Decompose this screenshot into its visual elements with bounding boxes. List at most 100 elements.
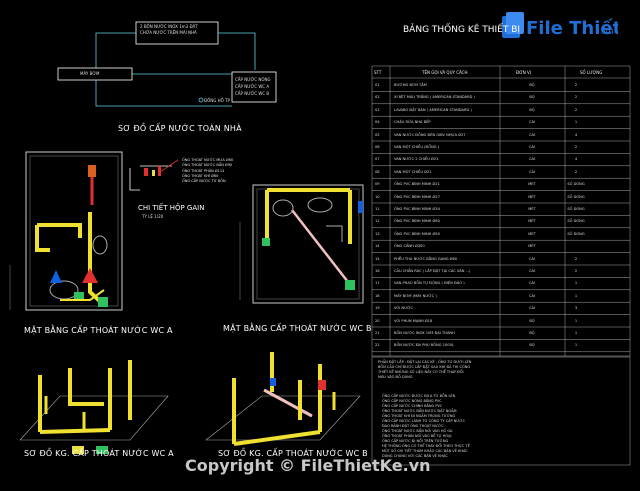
table-header-qty: SỐ LƯỢNG xyxy=(580,70,603,75)
table-cell-name: VAN NƯỚC ĐỒNG ĐÈN GIBV NHỰA Ø27 xyxy=(394,132,466,137)
iso-a xyxy=(19,360,169,454)
table-cell-name: VÒI NƯỚC xyxy=(394,306,413,311)
table-cell-name: BƯỚNG BƠN TẮM xyxy=(394,83,427,87)
table-cell-stt: 11 xyxy=(375,207,380,211)
table-cell-name: VAN MỘT CHIỀU (ĐỒNG ) xyxy=(394,145,440,149)
table-cell-stt: 12 xyxy=(375,219,380,224)
table-cell-unit: BỘ xyxy=(529,343,535,348)
table-cell-qty: 1 xyxy=(574,331,578,335)
table-cell-stt: 03 xyxy=(375,107,380,112)
table-cell-name: ỐNG PVC BÌNH MINH Ø27 xyxy=(394,194,440,199)
table-cell-name: ỐNG PVC BÌNH MINH Ø34 xyxy=(394,207,440,211)
table-cell-unit: CÁI xyxy=(528,306,536,311)
table-cell-name: LAVABO ĐẶT BÀN ( AMERICAN STANDARD ) xyxy=(394,107,472,112)
table-cell-qty: SỐ DÒNG xyxy=(567,194,585,199)
table-cell-name: CẦU CHẮN RÁC ( LẮP ĐẶT TẠI CÁC SÂN ...) xyxy=(394,269,471,273)
table-cell-unit: BỘ xyxy=(529,331,535,335)
table-cell-unit: MÉT xyxy=(528,219,536,224)
table-notes: PHẦN ĐẶT LẮP : ĐẶT LẠI CÁC KÉ , ỐNG TỪ D… xyxy=(378,360,472,379)
table-cell-stt: 02 xyxy=(375,95,380,100)
wc-a-title: MẶT BẰNG CẤP THOÁT NƯỚC WC A xyxy=(24,326,173,335)
table-cell-unit: CÁI xyxy=(528,157,536,162)
table-cell-name: BỒN NƯỚC INOX 1M3 ĐẠI THÀNH xyxy=(394,331,455,335)
table-cell-name: XÍ BỆT MÀU TRẮNG ( AMERICAN STANDARD ) xyxy=(394,95,475,100)
table-cell-unit: CÁI xyxy=(528,281,536,286)
table-cell-stt: 17 xyxy=(375,281,380,286)
wc-b-title: MẶT BẰNG CẤP THOÁT NƯỚC WC B xyxy=(223,324,372,333)
table-cell-name: MÁY BƠM (MÁY NƯỚC ) xyxy=(394,293,437,298)
meter-label: ĐỒNG HỒ TP xyxy=(204,98,230,103)
table-cell-stt: 19 xyxy=(375,306,380,311)
copyright-watermark: Copyright © FileThietKe.vn xyxy=(185,456,431,475)
table-cell-stt: 10 xyxy=(375,194,380,199)
table-cell-qty: SỐ DÒNG xyxy=(567,182,585,187)
table-cell-qty: 2 xyxy=(574,95,578,100)
table-cell-stt: 01 xyxy=(375,83,380,87)
table-cell-stt: 18 xyxy=(375,293,380,298)
table-cell-name: ỐNG PVC BÌNH MINH Ø21 xyxy=(394,182,440,187)
table-cell-stt: 08 xyxy=(375,169,380,174)
table-cell-unit: CÁI xyxy=(528,120,536,125)
table-cell-name: PHỄU THU NƯỚC BẰNG GANG Ø60 xyxy=(394,256,458,261)
table-cell-qty: 1 xyxy=(574,120,578,125)
table-cell-qty: 4 xyxy=(574,132,578,137)
equipment-table-grid xyxy=(371,65,631,357)
table-cell-unit: BỘ xyxy=(529,318,535,323)
table-cell-unit: MÉT xyxy=(528,207,536,211)
supply-title: SƠ ĐỒ CẤP NƯỚC TOÀN NHÀ xyxy=(118,124,242,133)
table-cell-qty: 1 xyxy=(574,281,578,286)
table-cell-qty: 2 xyxy=(574,83,578,87)
gain-detail xyxy=(129,159,179,191)
table-cell-unit: CÁI xyxy=(528,169,536,174)
table-cell-name: ỐNG PVC BÌNH MINH Ø90 xyxy=(394,231,440,236)
table-cell-unit: MÉT xyxy=(528,194,536,199)
gain-sub: TỶ LỆ 1/20 xyxy=(142,214,164,219)
table-cell-name: BỒN NƯỚC ĐA PHÚ BỒNG 1000L xyxy=(394,343,454,348)
table-cell-unit: BỘ xyxy=(529,107,535,112)
table-cell-qty: 2 xyxy=(574,107,578,112)
table-cell-unit: CÁI xyxy=(528,256,536,261)
table-cell-qty: SỐ DÒNG xyxy=(567,231,585,236)
table-cell-qty: SỐ DÒNG xyxy=(567,207,585,211)
table-cell-qty: 1 xyxy=(574,318,578,323)
table-cell-unit: CÁI xyxy=(528,145,536,149)
table-cell-unit: MÉT xyxy=(528,244,536,249)
table-cell-stt: 05 xyxy=(375,132,380,137)
table-cell-qty: 2 xyxy=(574,269,578,273)
wc-b-plan xyxy=(239,184,364,304)
table-cell-stt: 09 xyxy=(375,182,380,187)
table-cell-unit: BỘ xyxy=(529,95,535,100)
logo-text: File Thiết Kế xyxy=(526,18,618,39)
pump-label: MÁY BƠM xyxy=(80,71,100,76)
table-header-name: TÊN GỌI VÀ QUY CÁCH xyxy=(422,70,468,75)
table-cell-unit: MÉT xyxy=(528,231,536,236)
iso-a-title: SƠ ĐỒ KG. CẤP THOÁT NƯỚC WC A xyxy=(24,449,174,458)
gain-title: CHI TIẾT HỘP GAIN xyxy=(138,204,205,212)
table-cell-unit: CÁI xyxy=(528,132,536,137)
table-cell-qty: 2 xyxy=(574,256,578,261)
table-cell-name: VÒI PHUN MẠNH Ø18 xyxy=(394,318,433,323)
table-cell-qty: SỐ DÒNG xyxy=(567,219,585,224)
table-cell-stt: 14 xyxy=(375,244,380,249)
table-cell-qty: 1 xyxy=(574,293,578,298)
table-cell-name: ỐNG PVC BÌNH MINH Ø60 xyxy=(394,219,440,224)
table-cell-qty: 1 xyxy=(574,343,578,348)
table-title: BẢNG THỐNG KÊ THIẾT BỊ xyxy=(403,25,521,35)
table-cell-name: ỐNG CẢNH Ø300 xyxy=(394,244,425,249)
table-cell-stt: 04 xyxy=(375,120,380,125)
table-cell-stt: 22 xyxy=(375,343,380,348)
wc-a-plan xyxy=(9,151,123,311)
table-cell-stt: 16 xyxy=(375,269,380,273)
table-cell-unit: CÁI xyxy=(528,269,536,273)
table-cell-stt: 21 xyxy=(375,331,380,335)
table-cell-name: CHẬU RỬA NHÀ BẾP xyxy=(394,120,431,125)
table-cell-name: VAN MỘT CHIỀU Ø21 xyxy=(394,169,432,174)
logo-domain: .vn xyxy=(600,27,614,37)
table-cell-qty: 3 xyxy=(574,306,578,311)
